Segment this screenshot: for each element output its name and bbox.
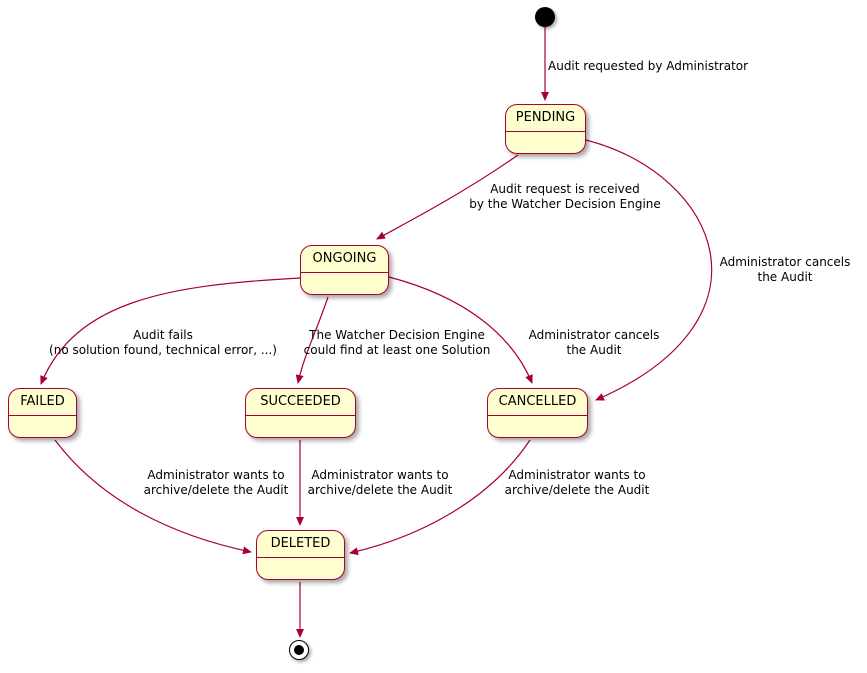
label-pending-to-cancelled: Administrator cancels the Audit bbox=[719, 255, 851, 284]
state-body bbox=[9, 416, 76, 437]
state-pending: PENDING bbox=[505, 104, 586, 154]
final-state-dot bbox=[294, 645, 304, 655]
label-ongoing-to-succeeded: The Watcher Decision Engine could find a… bbox=[303, 328, 491, 357]
state-deleted: DELETED bbox=[256, 530, 345, 580]
state-body bbox=[506, 132, 585, 153]
state-divider bbox=[506, 131, 585, 132]
state-failed-label: FAILED bbox=[20, 394, 65, 409]
state-body bbox=[257, 558, 344, 579]
state-body bbox=[246, 416, 355, 437]
label-failed-to-deleted: Administrator wants to archive/delete th… bbox=[143, 468, 289, 497]
state-pending-label: PENDING bbox=[515, 110, 576, 125]
state-divider bbox=[257, 557, 344, 558]
label-pending-to-ongoing: Audit request is received by the Watcher… bbox=[469, 182, 661, 211]
edge-pending-to-cancelled bbox=[585, 139, 713, 401]
state-divider bbox=[246, 415, 355, 416]
label-ongoing-to-failed: Audit fails (no solution found, technica… bbox=[49, 328, 277, 357]
state-body bbox=[301, 273, 388, 294]
label-initial-to-pending: Audit requested by Administrator bbox=[548, 59, 749, 73]
label-cancelled-to-deleted: Administrator wants to archive/delete th… bbox=[504, 468, 650, 497]
state-body bbox=[488, 416, 587, 437]
state-cancelled-label: CANCELLED bbox=[498, 394, 577, 409]
state-divider bbox=[301, 272, 388, 273]
initial-state bbox=[535, 7, 555, 27]
label-succeeded-to-deleted: Administrator wants to archive/delete th… bbox=[307, 468, 453, 497]
state-succeeded-label: SUCCEEDED bbox=[260, 394, 341, 409]
state-failed: FAILED bbox=[8, 388, 77, 438]
final-state bbox=[289, 640, 309, 660]
state-succeeded: SUCCEEDED bbox=[245, 388, 356, 438]
state-deleted-label: DELETED bbox=[270, 536, 331, 551]
state-ongoing: ONGOING bbox=[300, 245, 389, 295]
label-ongoing-to-cancelled: Administrator cancels the Audit bbox=[528, 328, 660, 357]
state-ongoing-label: ONGOING bbox=[312, 251, 377, 266]
state-divider bbox=[9, 415, 76, 416]
state-divider bbox=[488, 415, 587, 416]
state-cancelled: CANCELLED bbox=[487, 388, 588, 438]
